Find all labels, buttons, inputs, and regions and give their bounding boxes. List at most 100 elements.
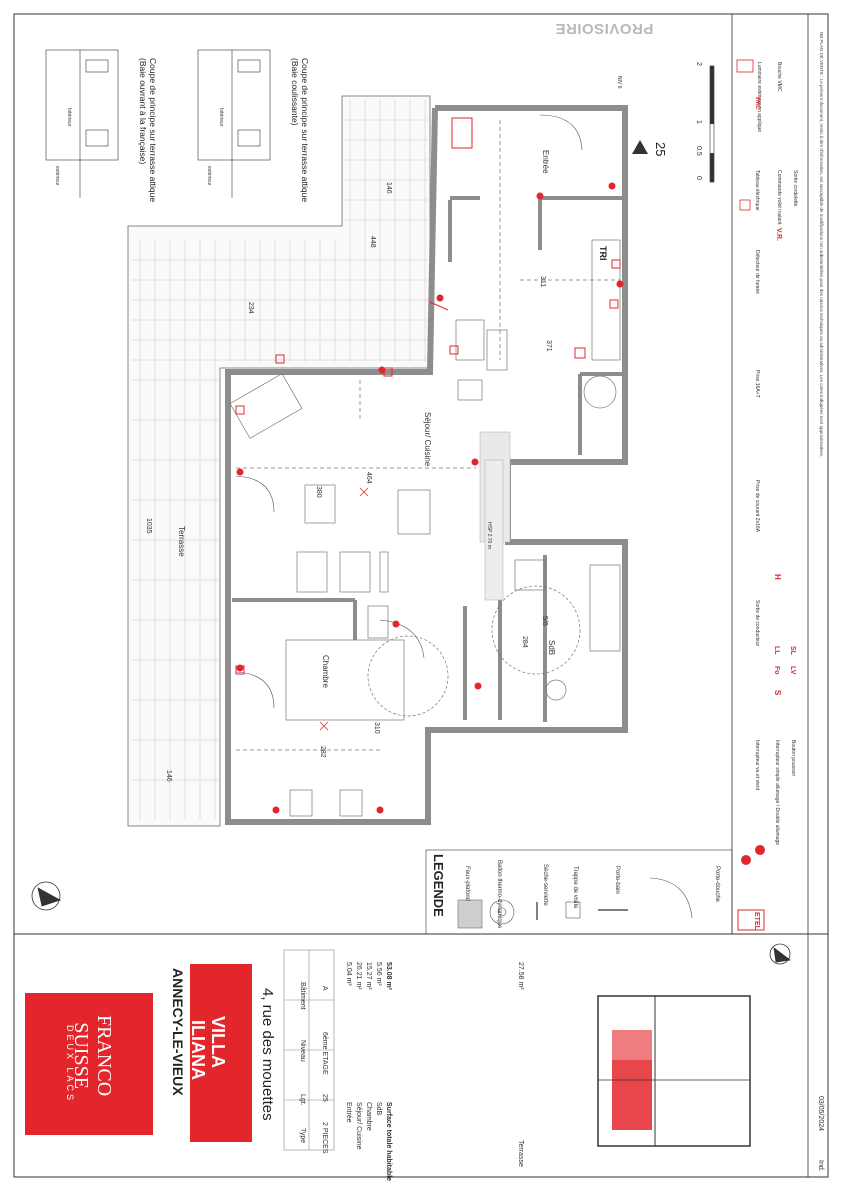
scale-bar <box>632 65 715 183</box>
room-label-sejour: Séjour/ Cuisine <box>423 412 432 467</box>
area-label-sdb: SdB <box>375 1102 382 1116</box>
dim-146-bottom: 146 <box>165 770 172 782</box>
legend-item-porte-bain: Porte-bain <box>614 866 620 894</box>
elec-code-sl: SL <box>789 646 796 655</box>
elec-code-etel: ETEL <box>753 912 760 930</box>
elec-legend-0: Interrupteur va et vient <box>754 740 760 791</box>
table-header-batiment: Bâtiment <box>299 982 306 1010</box>
dim-371: 371 <box>545 340 552 352</box>
dim-284: 284 <box>521 636 528 648</box>
area-label-terrasse: Terrasse <box>517 1140 524 1167</box>
table-cell-niveau: 6ème ETAGE <box>321 1032 328 1075</box>
table-header-niveau: Niveau <box>299 1040 306 1062</box>
room-label-chambre-1: Chambre <box>321 655 330 688</box>
footer-disclaimer: NB PLAN DE VENTE : Le présent document, … <box>819 32 824 458</box>
dim-448: 448 <box>369 236 376 248</box>
legend-item-seche-serviette: Sèche-serviette <box>542 864 548 906</box>
area-value-sejour: 26.21 m² <box>355 962 362 990</box>
elec-code-h: H <box>773 574 782 580</box>
elec-legend-2: Bouton poussoir <box>790 740 796 777</box>
elec-code-fo: Fo <box>773 666 780 675</box>
section-caption-2: Coupe de principe sur terrasse attique (… <box>290 58 310 203</box>
section2-interieur: Intérieur <box>218 108 224 127</box>
scale-tick-2: 2 <box>695 62 702 66</box>
brand-logo: FRANCO SUISSE <box>69 1015 115 1096</box>
scale-tick-0: 0 <box>695 176 702 180</box>
project-name-line1: VILLA <box>208 1016 228 1068</box>
elec-legend-10: Tableau électrique <box>754 170 760 211</box>
legend-item-porte-douche: Porte-douche <box>714 866 720 903</box>
dim-5-6: 5/6 <box>541 616 548 626</box>
footer-date: 03/05/2024 <box>817 1096 824 1132</box>
table-header-type: Type <box>299 1128 306 1144</box>
legend-item-ballon: Ballon thermo-dynamique <box>496 860 502 929</box>
project-name-box: VILLA ILIANA <box>188 964 252 1142</box>
section1-interieur: Intérieur <box>66 108 72 127</box>
tri-label: TRI <box>598 246 608 261</box>
area-value-total: 53.08 m² <box>385 962 392 991</box>
elec-legend-6: Prise 16A+T <box>754 370 760 398</box>
legend-item-trappe: Trappe de visite <box>572 866 578 909</box>
room-label-sdb: SdB <box>547 640 556 656</box>
brand-line1: FRANCO <box>93 1015 115 1097</box>
lot-number: 25 <box>653 142 668 157</box>
brand-logo-box: FRANCO SUISSE DEUX LACS <box>25 993 153 1135</box>
elec-code-lv: LV <box>789 666 796 675</box>
table-header-lgt: Lgt. <box>299 1094 306 1106</box>
table-cell-lgt: 25 <box>321 1094 328 1102</box>
electrical-points <box>235 117 624 814</box>
project-name-line2: ILIANA <box>188 1020 208 1080</box>
elec-legend-12: Commande volet roulant <box>776 170 782 225</box>
dim-1035: 1035 <box>145 518 152 534</box>
area-label-entree: Entrée <box>345 1102 352 1123</box>
footer-index: Ind. <box>817 1160 824 1172</box>
project-address: 4, rue des mouettes <box>259 988 276 1121</box>
room-label-terrasse: Terrasse <box>177 526 186 557</box>
elec-legend-13: Sortie cordelette <box>792 170 798 207</box>
section-details <box>45 49 271 198</box>
dim-282: 282 <box>319 746 326 758</box>
area-value-chambre: 15.27 m² <box>365 962 372 990</box>
hsp-label: HSP 2.70 m <box>486 522 492 549</box>
dim-310: 310 <box>373 722 380 734</box>
project-city: ANNECY-LE-VIEUX <box>170 968 186 1096</box>
elec-code-ll: LL <box>773 646 780 655</box>
legend-title: LEGENDE <box>431 854 446 917</box>
building-thumbnail <box>597 995 751 1147</box>
elec-legend-5: Prise de courant 2x16A <box>754 480 760 532</box>
terrace-tiles <box>127 95 431 827</box>
section-caption-1: Coupe de principe sur terrasse attique (… <box>138 58 158 203</box>
area-label-sejour: Séjour/ Cuisine <box>355 1102 362 1150</box>
dim-146-top: 146 <box>385 182 392 194</box>
table-cell-type: 2 PIECES <box>321 1122 328 1154</box>
scale-tick-05: 0.5 <box>695 146 702 156</box>
scale-tick-1: 1 <box>695 120 702 124</box>
legend-item-faux-plafond: Faux-plafond <box>464 866 470 902</box>
furniture <box>229 239 621 817</box>
scale-level-label: NIV 6 <box>616 76 622 89</box>
elec-legend-4: Sortie de conducteur <box>754 600 760 647</box>
area-value-sdb: 5.56 m² <box>375 962 382 986</box>
section2-exterieur: extérieur <box>206 166 212 186</box>
dim-464: 464 <box>365 472 372 484</box>
area-value-terrasse: 27.58 m² <box>517 962 524 990</box>
elec-code-vmc: VMC <box>754 96 760 110</box>
table-cell-batiment: A <box>321 986 328 991</box>
area-label-total: Surface totale habitable <box>385 1102 392 1181</box>
elec-legend-11: Détecteur de fumée <box>754 250 760 294</box>
area-label-chambre: Chambre <box>365 1102 372 1131</box>
elec-legend-14: Bouche VMC <box>776 62 782 92</box>
section1-exterieur: extérieur <box>54 166 60 186</box>
area-value-entree: 5.04 m² <box>345 962 352 986</box>
elec-legend-1: Interrupteur simple allumage / Double al… <box>774 740 780 846</box>
dim-311: 311 <box>539 276 546 288</box>
apartment-walls <box>225 105 628 825</box>
elec-code-s: S <box>773 690 782 696</box>
room-label-entree: Entrée <box>541 150 550 174</box>
dim-380: 380 <box>315 486 322 498</box>
brand-subtitle: DEUX LACS <box>65 1025 75 1104</box>
elec-code-vr: V.R. <box>775 228 782 241</box>
dim-234: 234 <box>247 302 254 314</box>
